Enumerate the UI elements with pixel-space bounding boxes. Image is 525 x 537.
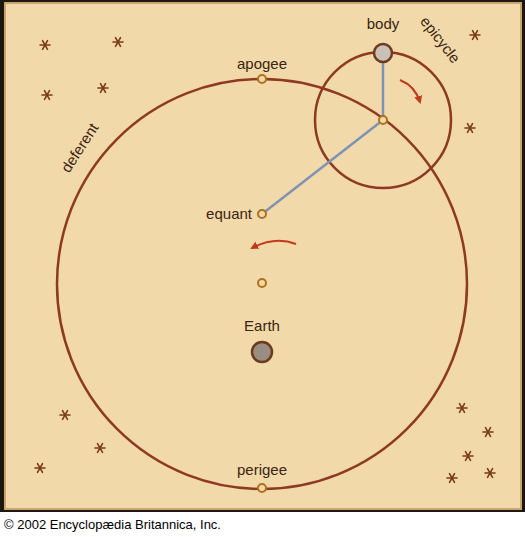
star-mark xyxy=(466,452,471,461)
star-mark xyxy=(450,474,455,483)
star-mark xyxy=(43,41,48,50)
star-mark xyxy=(98,444,103,453)
star-mark xyxy=(38,464,43,473)
perigee-label: perigee xyxy=(237,462,287,479)
star-mark xyxy=(466,452,471,461)
star-mark xyxy=(450,474,455,483)
star-mark xyxy=(45,91,50,100)
star-mark xyxy=(460,404,465,413)
body-label: body xyxy=(367,16,400,33)
star-mark xyxy=(468,124,473,133)
star-mark xyxy=(473,31,478,40)
star-mark xyxy=(488,469,493,478)
star-mark xyxy=(486,428,491,437)
star-mark xyxy=(101,84,106,93)
star-mark xyxy=(486,428,491,437)
star-mark xyxy=(488,469,493,478)
star-mark xyxy=(468,124,473,133)
star-mark xyxy=(43,41,48,50)
star-mark xyxy=(101,84,106,93)
star-mark xyxy=(63,411,68,420)
equant-label: equant xyxy=(206,206,252,223)
star-mark xyxy=(38,464,43,473)
star-mark xyxy=(116,38,121,47)
star-mark xyxy=(116,38,121,47)
apogee-label: apogee xyxy=(237,56,287,73)
star-mark xyxy=(473,31,478,40)
star-mark xyxy=(63,411,68,420)
star-mark xyxy=(45,91,50,100)
earth-label: Earth xyxy=(244,318,280,335)
copyright-note: © 2002 Encyclopædia Britannica, Inc. xyxy=(4,518,221,532)
star-mark xyxy=(98,444,103,453)
star-mark xyxy=(460,404,465,413)
